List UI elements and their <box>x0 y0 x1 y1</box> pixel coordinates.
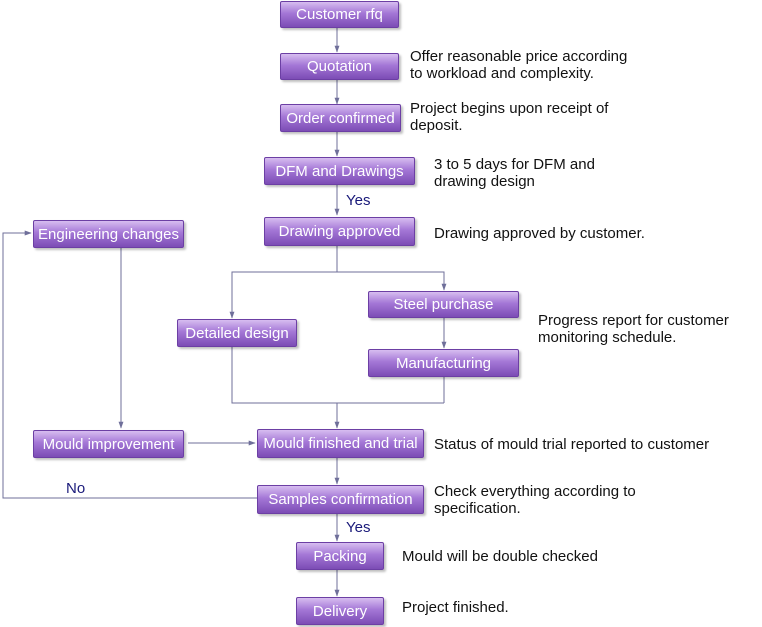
step-packing: Packing <box>296 542 384 570</box>
arrow-split-to-steel <box>337 271 447 291</box>
step-drawing-approved: Drawing approved <box>264 217 415 246</box>
label-no-samples: No <box>66 480 86 497</box>
note-progress-line-2: monitoring schedule. <box>538 329 677 346</box>
note-order-line-1: Project begins upon receipt of <box>410 100 609 117</box>
step-steel-purchase: Steel purchase <box>368 291 519 318</box>
note-samples: Check everything according to specificat… <box>434 483 636 517</box>
note-order-confirmed: Project begins upon receipt of deposit. <box>410 100 608 134</box>
note-drawing-approved: Drawing approved by customer. <box>434 225 645 242</box>
step-customer-rfq: Customer rfq <box>280 1 399 28</box>
note-delivery: Project finished. <box>402 599 509 616</box>
note-progress-line-1: Progress report for customer <box>538 312 729 329</box>
label-yes-samples: Yes <box>346 519 371 536</box>
step-dfm-drawings: DFM and Drawings <box>264 157 415 185</box>
step-engineering-changes: Engineering changes <box>33 220 184 248</box>
step-detailed-design: Detailed design <box>177 319 297 347</box>
note-samples-line-2: specification. <box>434 500 521 517</box>
note-dfm-line-2: drawing design <box>434 173 535 190</box>
note-quotation-line-2: to workload and complexity. <box>410 65 594 82</box>
note-quotation: Offer reasonable price according to work… <box>410 48 627 82</box>
note-quotation-line-1: Offer reasonable price according <box>410 48 628 65</box>
arrow-no-feedback-loop <box>2 230 257 499</box>
note-progress: Progress report for customer monitoring … <box>538 312 729 346</box>
arrow-split-to-detailed <box>229 271 337 319</box>
note-order-line-2: deposit. <box>410 117 463 134</box>
step-manufacturing: Manufacturing <box>368 349 519 377</box>
note-dfm-line-1: 3 to 5 days for DFM and <box>434 156 595 173</box>
line-detailed-merge <box>231 347 444 404</box>
step-samples-confirmation: Samples confirmation <box>257 485 424 514</box>
step-delivery: Delivery <box>296 597 384 625</box>
note-samples-line-1: Check everything according to <box>434 483 636 500</box>
label-yes-dfm: Yes <box>346 192 371 209</box>
note-packing: Mould will be double checked <box>402 548 598 565</box>
step-quotation: Quotation <box>280 53 399 80</box>
step-order-confirmed: Order confirmed <box>280 104 401 132</box>
note-dfm: 3 to 5 days for DFM and drawing design <box>434 156 595 190</box>
note-trial: Status of mould trial reported to custom… <box>434 436 710 453</box>
step-mould-finished-trial: Mould finished and trial <box>257 429 424 458</box>
step-mould-improvement: Mould improvement <box>33 430 184 458</box>
